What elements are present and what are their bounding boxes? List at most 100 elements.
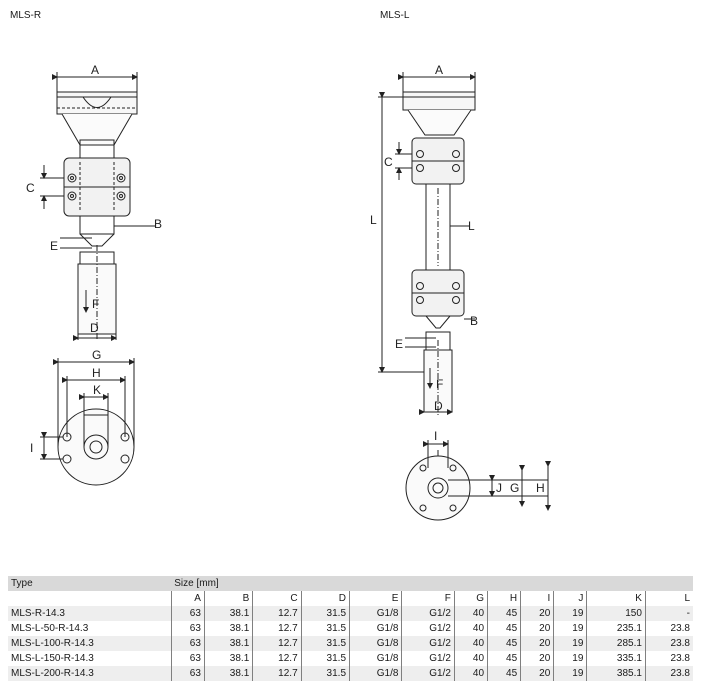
value-cell: 31.5 bbox=[301, 666, 351, 681]
value-cell: 45 bbox=[487, 636, 522, 651]
value-cell: G1/8 bbox=[349, 636, 403, 651]
value-cell: 40 bbox=[454, 636, 489, 651]
value-cell: 385.1 bbox=[586, 666, 646, 681]
value-cell: G1/2 bbox=[401, 666, 455, 681]
value-cell: G1/8 bbox=[349, 606, 403, 621]
dim-label-i: I bbox=[30, 441, 33, 455]
dim-label-d-l: D bbox=[434, 399, 443, 413]
value-cell: G1/8 bbox=[349, 621, 403, 636]
value-cell: 20 bbox=[520, 606, 555, 621]
value-cell: 19 bbox=[553, 666, 588, 681]
dim-label-c-l: C bbox=[384, 155, 393, 169]
type-cell: MLS-L-200-R-14.3 bbox=[8, 666, 172, 681]
value-cell: 335.1 bbox=[586, 651, 646, 666]
dim-label-d: D bbox=[90, 321, 99, 335]
spec-table: Type Size [mm] A B C D E F G H I J K L M… bbox=[8, 576, 693, 681]
mls-l-bottom-view bbox=[405, 440, 551, 521]
col-d: D bbox=[301, 591, 351, 606]
value-cell: 150 bbox=[586, 606, 646, 621]
mls-l-title: MLS-L bbox=[380, 10, 410, 21]
col-e: E bbox=[349, 591, 403, 606]
col-g: G bbox=[454, 591, 489, 606]
value-cell: 235.1 bbox=[586, 621, 646, 636]
mls-r-title: MLS-R bbox=[10, 10, 42, 21]
technical-drawing: A B C D E F G H K I bbox=[26, 63, 551, 521]
col-a: A bbox=[170, 591, 205, 606]
dim-label-j: K bbox=[93, 383, 101, 397]
dim-label-c: C bbox=[26, 181, 35, 195]
value-cell: G1/2 bbox=[401, 621, 455, 636]
col-k: K bbox=[586, 591, 646, 606]
value-cell: 23.8 bbox=[645, 666, 693, 681]
value-cell: 63 bbox=[170, 636, 205, 651]
column-letters-row: A B C D E F G H I J K L bbox=[8, 591, 693, 606]
value-cell: 12.7 bbox=[252, 621, 302, 636]
type-cell: MLS-R-14.3 bbox=[8, 606, 172, 621]
table-header-row: Type Size [mm] bbox=[8, 576, 693, 591]
dim-label-b-l: B bbox=[470, 314, 478, 328]
value-cell: 45 bbox=[487, 621, 522, 636]
dim-label-e-l: E bbox=[395, 337, 403, 351]
dim-label-g: H bbox=[92, 366, 101, 380]
dim-label-l-visible: L bbox=[468, 219, 475, 233]
value-cell: 63 bbox=[170, 606, 205, 621]
value-cell: 12.7 bbox=[252, 606, 302, 621]
value-cell: 45 bbox=[487, 606, 522, 621]
value-cell: 12.7 bbox=[252, 636, 302, 651]
col-c: C bbox=[252, 591, 302, 606]
value-cell: 19 bbox=[553, 636, 588, 651]
dim-label-i-l: I bbox=[434, 429, 437, 443]
value-cell: 63 bbox=[170, 651, 205, 666]
value-cell: G1/2 bbox=[401, 636, 455, 651]
dim-label-h: G bbox=[92, 348, 101, 362]
value-cell: 12.7 bbox=[252, 651, 302, 666]
value-cell: G1/8 bbox=[349, 666, 403, 681]
value-cell: 20 bbox=[520, 651, 555, 666]
value-cell: G1/8 bbox=[349, 651, 403, 666]
value-cell: 45 bbox=[487, 666, 522, 681]
value-cell: - bbox=[645, 606, 693, 621]
col-b: B bbox=[204, 591, 254, 606]
dim-label-e: E bbox=[50, 239, 58, 253]
type-cell: MLS-L-100-R-14.3 bbox=[8, 636, 172, 651]
dim-label-a: A bbox=[91, 63, 99, 77]
mls-r-bottom-view bbox=[40, 358, 135, 486]
mls-l-side-view bbox=[378, 72, 476, 415]
value-cell: 40 bbox=[454, 651, 489, 666]
dim-label-b: B bbox=[154, 217, 162, 231]
value-cell: 23.8 bbox=[645, 651, 693, 666]
type-cell: MLS-L-50-R-14.3 bbox=[8, 621, 172, 636]
value-cell: 31.5 bbox=[301, 606, 351, 621]
dim-label-f: F bbox=[92, 297, 99, 311]
value-cell: 31.5 bbox=[301, 636, 351, 651]
col-h: H bbox=[487, 591, 522, 606]
value-cell: 20 bbox=[520, 666, 555, 681]
value-cell: 23.8 bbox=[645, 636, 693, 651]
value-cell: 285.1 bbox=[586, 636, 646, 651]
size-header: Size [mm] bbox=[171, 576, 693, 591]
value-cell: 38.1 bbox=[204, 666, 254, 681]
value-cell: 40 bbox=[454, 606, 489, 621]
value-cell: G1/2 bbox=[401, 606, 455, 621]
mls-r-dim-labels: A B C D E F bbox=[26, 63, 162, 335]
type-header: Type bbox=[8, 576, 172, 591]
value-cell: 31.5 bbox=[301, 651, 351, 666]
dim-label-a-l: A bbox=[435, 63, 443, 77]
value-cell: 45 bbox=[487, 651, 522, 666]
value-cell: 40 bbox=[454, 621, 489, 636]
col-j: J bbox=[553, 591, 588, 606]
value-cell: 31.5 bbox=[301, 621, 351, 636]
value-cell: 19 bbox=[553, 606, 588, 621]
value-cell: 63 bbox=[170, 666, 205, 681]
value-cell: 19 bbox=[553, 621, 588, 636]
value-cell: 23.8 bbox=[645, 621, 693, 636]
value-cell: 63 bbox=[170, 621, 205, 636]
value-cell: 20 bbox=[520, 636, 555, 651]
value-cell: 38.1 bbox=[204, 636, 254, 651]
